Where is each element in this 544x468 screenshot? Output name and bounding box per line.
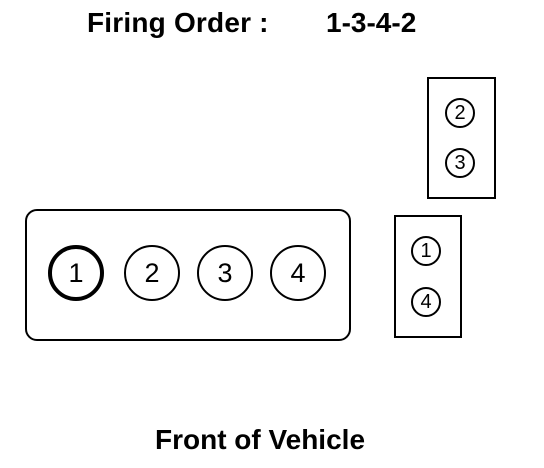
front-of-vehicle-label: Front of Vehicle bbox=[154, 424, 366, 455]
coil-terminal-1: 1 bbox=[411, 236, 441, 266]
coil-terminal-3: 3 bbox=[445, 148, 475, 178]
firing-order-label: Firing Order : bbox=[87, 7, 269, 38]
engine-cylinder-1: 1 bbox=[48, 245, 104, 301]
coil-pack-upper: 2 3 bbox=[427, 77, 496, 199]
coil-terminal-2: 2 bbox=[445, 98, 475, 128]
engine-cylinder-3: 3 bbox=[197, 245, 253, 301]
firing-order-value: 1-3-4-2 bbox=[326, 7, 417, 38]
engine-cylinder-2: 2 bbox=[124, 245, 180, 301]
coil-pack-lower: 1 4 bbox=[394, 215, 462, 338]
coil-terminal-4: 4 bbox=[411, 287, 441, 317]
engine-block: 1 2 3 4 bbox=[25, 209, 351, 341]
engine-cylinder-4: 4 bbox=[270, 245, 326, 301]
